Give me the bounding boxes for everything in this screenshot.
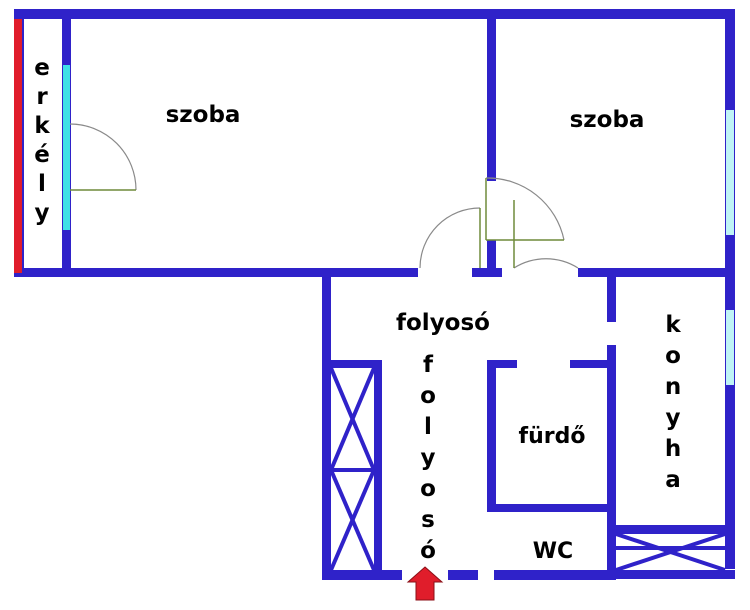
kitchen-counter [615,532,726,572]
door-right-room [485,177,565,241]
door-bathroom [513,200,579,269]
room-label-left: szoba [166,102,241,128]
label-letter: n [665,374,681,400]
entrance-arrow-icon [406,566,444,601]
label-letter: s [421,507,435,533]
window-kitchen [726,310,734,385]
room-label-right: szoba [570,107,645,133]
closet [329,367,376,571]
wc-label: WC [533,539,573,564]
balcony-edge [14,19,22,273]
label-letter: y [35,200,50,226]
corridor-label: folyosó [420,352,436,564]
label-letter: k [665,312,681,338]
label-letter: f [423,352,434,378]
label-letter: h [665,436,681,462]
label-letter: o [665,343,681,369]
label-letter: e [34,55,50,81]
door-left-room [69,123,137,191]
door-hallway-left [419,207,481,269]
label-letter: ó [420,538,436,564]
window-left-room [63,65,70,230]
label-letter: a [665,467,681,493]
hallway-label: folyosó [396,310,490,336]
window-right-room [726,110,734,235]
label-letter: y [421,445,436,471]
label-letter: o [420,383,436,409]
label-letter: l [38,171,46,197]
label-letter: é [34,142,50,168]
label-letter: o [420,476,436,502]
bathroom-label: fürdő [519,424,586,449]
walls [14,9,735,580]
label-letter: r [36,84,48,110]
label-letter: y [666,405,681,431]
label-letter: l [424,414,432,440]
label-letter: k [34,113,50,139]
